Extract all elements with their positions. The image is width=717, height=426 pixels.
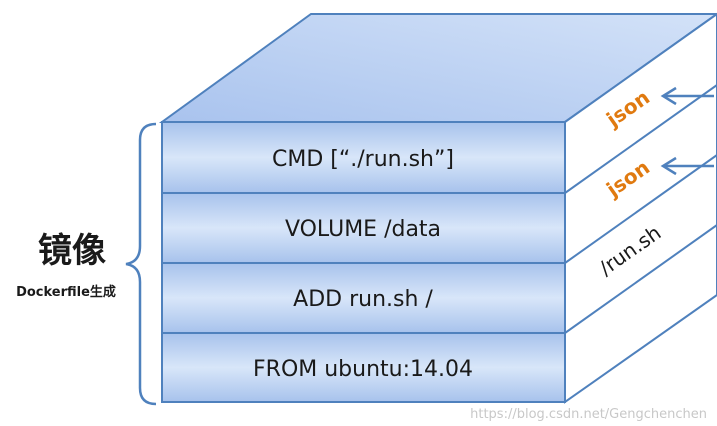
watermark-url: https://blog.csdn.net/Gengchenchen xyxy=(470,407,707,422)
image-title: 镜像 xyxy=(38,231,106,271)
arrow-left-icon xyxy=(660,156,714,176)
image-subtitle: Dockerfile生成 xyxy=(16,284,116,300)
layer-add-label: ADD run.sh / xyxy=(293,287,433,312)
left-curly-brace-icon xyxy=(125,122,157,406)
layer-volume: VOLUME /data xyxy=(161,192,566,264)
arrow-left-icon xyxy=(660,86,714,106)
layer-from: FROM ubuntu:14.04 xyxy=(161,332,566,403)
layer-volume-label: VOLUME /data xyxy=(285,217,441,242)
layer-cmd-label: CMD [“./run.sh”] xyxy=(272,147,454,172)
layer-from-label: FROM ubuntu:14.04 xyxy=(253,357,473,382)
layer-add: ADD run.sh / xyxy=(161,262,566,334)
right-face-divider-1 xyxy=(564,84,717,194)
right-face-divider-2 xyxy=(564,154,717,264)
right-face-divider-3 xyxy=(564,224,717,334)
layer-cmd: CMD [“./run.sh”] xyxy=(161,121,566,194)
